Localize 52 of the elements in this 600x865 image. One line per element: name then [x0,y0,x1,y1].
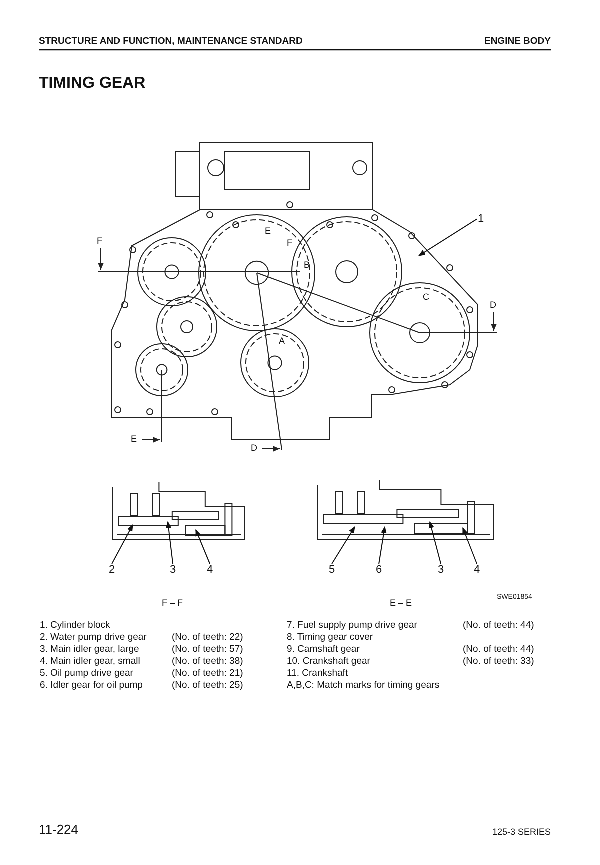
callout-number: 4 [474,564,480,577]
teeth-count: (No. of teeth: 21) [172,669,244,680]
callout-number: 3 [438,564,444,577]
section-caption: E – E [390,598,412,608]
page-title: TIMING GEAR [39,75,146,94]
section-mark: E [265,226,272,236]
teeth-count: (No. of teeth: 44) [463,621,534,632]
section-header: ENGINE BODY [484,37,551,48]
match-mark: A [279,336,286,346]
callout-number: 6 [376,564,382,577]
callout-number: 3 [170,564,176,577]
section-mark: D [251,443,258,454]
series-name: 125-3 SERIES [492,827,551,838]
teeth-count: (No. of teeth: 25) [172,681,244,692]
callout-number: 4 [207,564,214,577]
parts-list-item: 6. Idler gear for oil pump [40,681,143,692]
leader-line [332,526,356,564]
teeth-count: (No. of teeth: 38) [172,657,244,668]
teeth-count: (No. of teeth: 33) [463,657,534,668]
leader-line [462,527,478,564]
parts-list-item: 1. Cylinder block [40,621,110,632]
section-header: STRUCTURE AND FUNCTION, MAINTENANCE STANDARD [39,37,303,48]
parts-list-item: 2. Water pump drive gear [40,633,147,644]
leader-line [378,526,387,564]
section-mark: F [97,236,102,246]
leader-line [112,524,134,564]
callout-number: 2 [109,564,116,577]
parts-list-item: 4. Main idler gear, small [40,657,140,668]
callout-number: 5 [329,564,336,577]
parts-list-item: A,B,C: Match marks for timing gears [287,681,440,692]
parts-list-item: 11. Crankshaft [287,669,348,680]
section-caption: F – F [162,598,184,608]
leader-line [418,218,478,256]
parts-list-item: 9. Camshaft gear [287,645,360,656]
match-mark: B [304,260,310,270]
callout-number: 1 [478,213,484,226]
match-mark: C [423,292,430,302]
parts-list-item: 10. Crankshaft gear [287,657,370,668]
parts-list-item: 3. Main idler gear, large [40,645,140,656]
parts-list-item: 8. Timing gear cover [287,633,374,644]
parts-list-item: 7. Fuel supply pump drive gear [287,621,418,632]
teeth-count: (No. of teeth: 22) [172,633,244,644]
teeth-count: (No. of teeth: 44) [463,645,534,656]
leader-line [428,521,442,564]
page-number: 11-224 [39,823,79,838]
section-mark: D [490,300,496,310]
teeth-count: (No. of teeth: 57) [172,645,244,656]
section-mark: E [131,434,138,444]
leader-line [196,529,211,564]
parts-list-item: 5. Oil pump drive gear [40,669,134,680]
leader-line [166,521,174,564]
section-mark: F [287,238,292,248]
